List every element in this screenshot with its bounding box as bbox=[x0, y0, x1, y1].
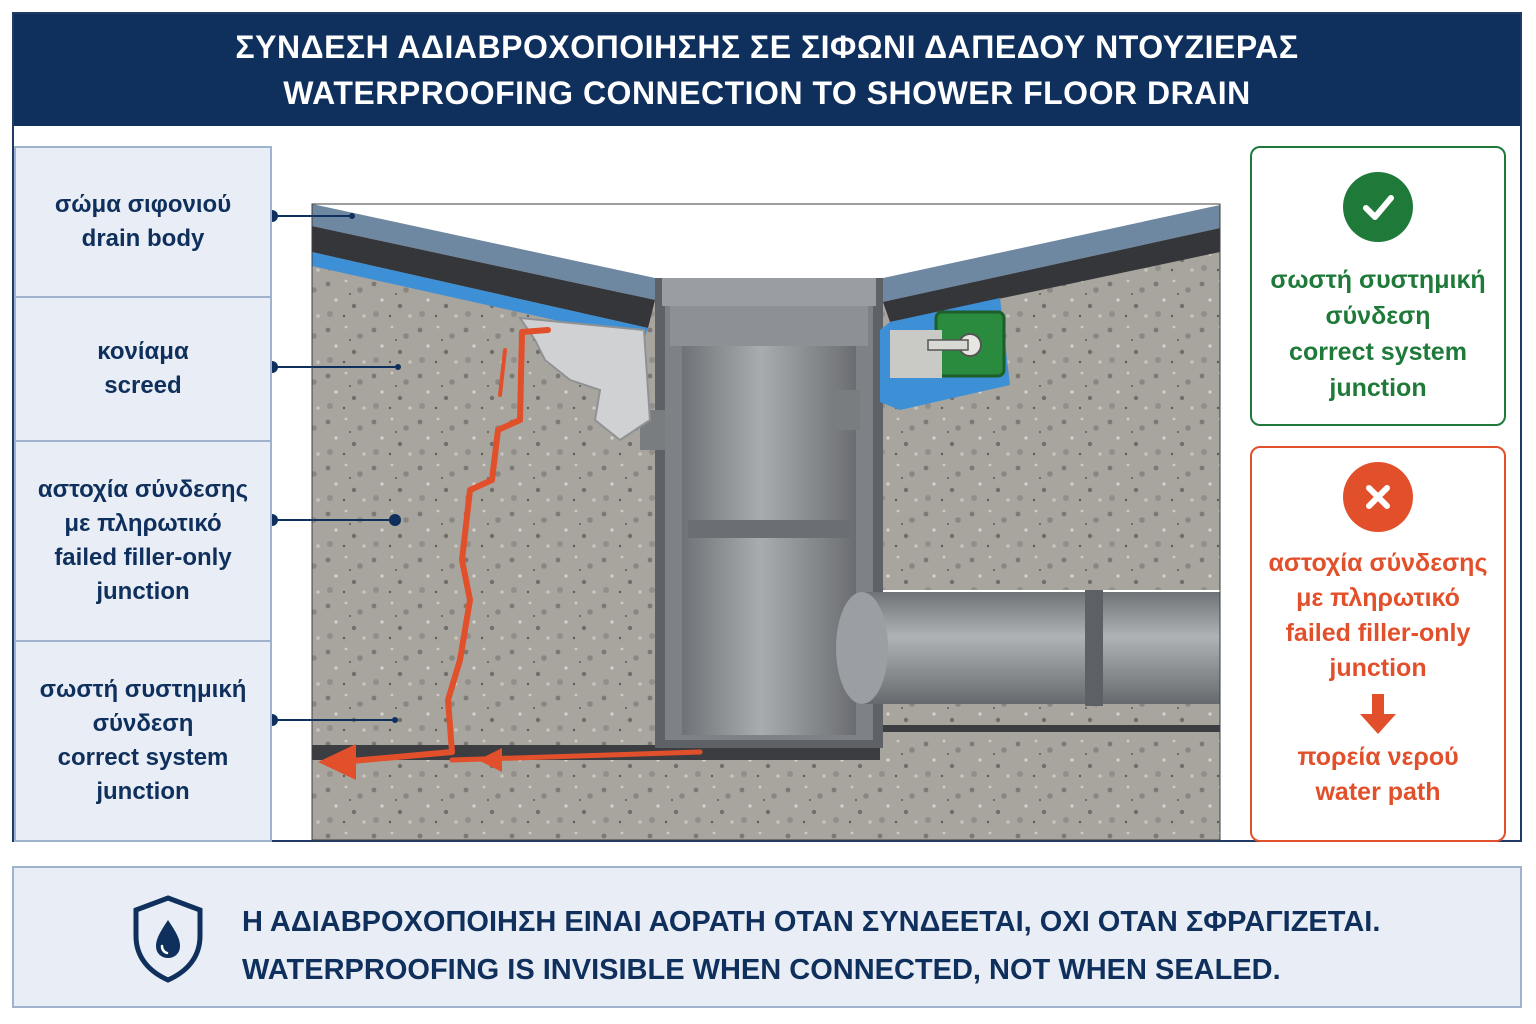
failed-label-gr: με πληρωτικό bbox=[1296, 584, 1460, 612]
correct-system-junction bbox=[890, 310, 1006, 378]
legend-label-en: junction bbox=[96, 578, 190, 605]
outer-frame bbox=[12, 12, 1522, 842]
arrow-down-icon bbox=[1356, 692, 1400, 736]
footer-line-english: WATERPROOFING IS INVISIBLE WHEN CONNECTE… bbox=[242, 954, 1281, 986]
legend-label-gr: σύνδεση bbox=[92, 710, 194, 737]
water-path-arrowhead bbox=[318, 744, 356, 780]
failed-label-gr: αστοχία σύνδεσης bbox=[1268, 549, 1488, 577]
legend-column: σώμα σιφονιού drain body κονίαμα screed … bbox=[14, 146, 272, 842]
legend-label-gr: αστοχία σύνδεσης bbox=[37, 476, 249, 503]
title-greek: ΣΥΝΔΕΣΗ ΑΔΙΑΒΡΟΧΟΠΟΙΗΣΗΣ ΣΕ ΣΙΦΩΝΙ ΔΑΠΕΔ… bbox=[235, 29, 1299, 65]
legend-label-gr: σωστή συστημική bbox=[39, 676, 247, 703]
cross-icon bbox=[1343, 462, 1413, 532]
legend-item-screed: κονίαμα screed bbox=[14, 296, 272, 442]
legend-label-en: correct system bbox=[57, 744, 229, 771]
legend-label-gr: σώμα σιφονιού bbox=[54, 191, 232, 218]
correct-junction-panel: σωστή συστημική σύνδεση correct system j… bbox=[1250, 146, 1506, 426]
correct-label-en: correct system bbox=[1289, 338, 1467, 366]
legend-item-correct-junction: σωστή συστημική σύνδεση correct system j… bbox=[14, 640, 272, 842]
title-banner: ΣΥΝΔΕΣΗ ΑΔΙΑΒΡΟΧΟΠΟΙΗΣΗΣ ΣΕ ΣΙΦΩΝΙ ΔΑΠΕΔ… bbox=[14, 14, 1520, 126]
legend-item-failed-junction: αστοχία σύνδεσης με πληρωτικό failed fil… bbox=[14, 440, 272, 642]
water-path-arrowhead bbox=[478, 748, 502, 772]
correct-label-gr: σύνδεση bbox=[1325, 302, 1431, 330]
legend-item-drain-body: σώμα σιφονιού drain body bbox=[14, 146, 272, 298]
legend-label-en: screed bbox=[104, 372, 182, 399]
correct-label-gr: σωστή συστημική bbox=[1270, 266, 1486, 294]
legend-label-en: drain body bbox=[81, 225, 205, 252]
shield-water-drop-icon bbox=[133, 895, 203, 983]
title-english: WATERPROOFING CONNECTION TO SHOWER FLOOR… bbox=[283, 75, 1251, 111]
legend-label-gr: με πληρωτικό bbox=[64, 510, 222, 537]
correct-label-en: junction bbox=[1329, 374, 1427, 402]
drain-cross-section-diagram bbox=[272, 203, 1221, 841]
footer-line-greek: Η ΑΔΙΑΒΡΟΧΟΠΟΙΗΣΗ ΕΙΝΑΙ ΑΟΡΑΤΗ ΟΤΑΝ ΣΥΝΔ… bbox=[242, 906, 1381, 938]
water-path-label-en: water path bbox=[1315, 778, 1441, 806]
failed-label-en: failed filler-only bbox=[1285, 619, 1471, 647]
legend-label-en: junction bbox=[96, 778, 190, 805]
outlet-pipe bbox=[836, 590, 1220, 706]
legend-label-en: failed filler-only bbox=[54, 544, 232, 571]
leader-dots bbox=[272, 210, 401, 726]
footer-banner: Η ΑΔΙΑΒΡΟΧΟΠΟΙΗΣΗ ΕΙΝΑΙ ΑΟΡΑΤΗ ΟΤΑΝ ΣΥΝΔ… bbox=[12, 866, 1522, 1008]
failed-label-en: junction bbox=[1329, 654, 1427, 682]
legend-label-gr: κονίαμα bbox=[97, 338, 189, 365]
left-tile-surface bbox=[312, 204, 655, 340]
failed-filler-junction bbox=[517, 316, 652, 442]
water-path-label-gr: πορεία νερού bbox=[1297, 743, 1459, 771]
check-icon bbox=[1343, 172, 1413, 242]
failed-junction-panel: αστοχία σύνδεσης με πληρωτικό failed fil… bbox=[1250, 446, 1506, 842]
bottom-membrane bbox=[312, 725, 1220, 760]
